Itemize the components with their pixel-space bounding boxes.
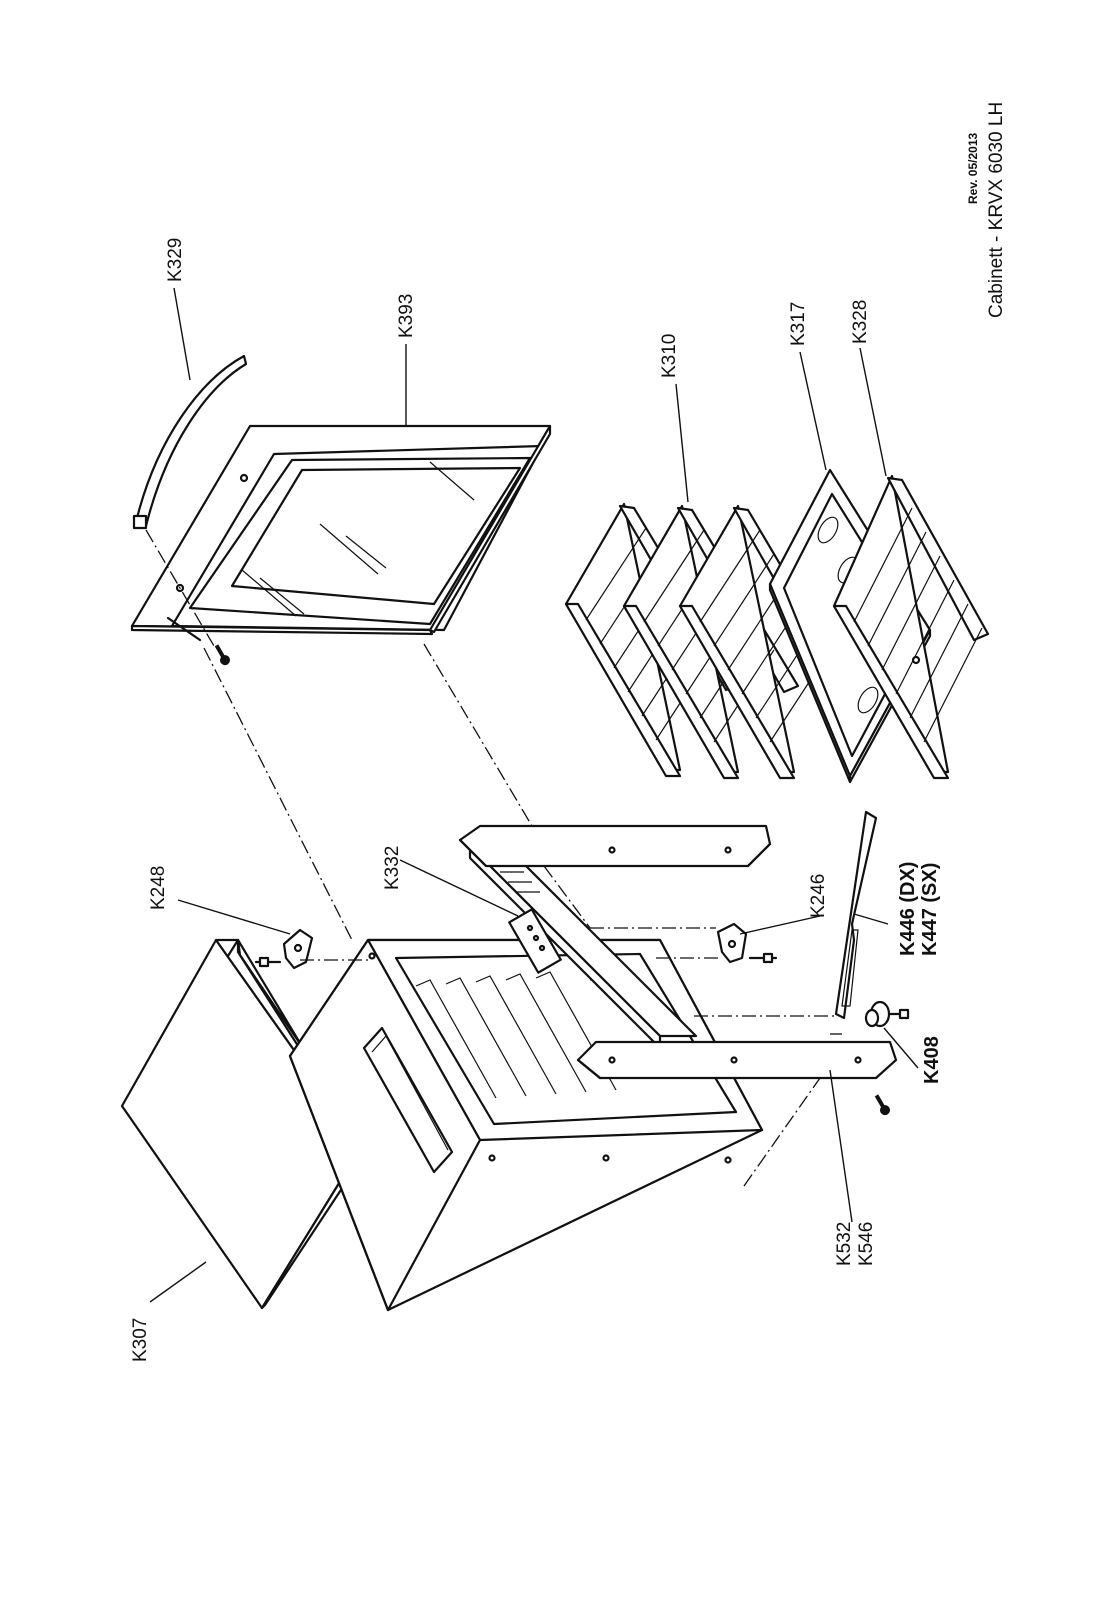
label-k408: K408 bbox=[921, 1036, 943, 1084]
label-k248: K248 bbox=[148, 866, 169, 910]
frame-rail-bottom-k532-k546 bbox=[576, 1040, 898, 1080]
glass-reflections bbox=[241, 461, 475, 617]
label-k393: K393 bbox=[396, 294, 417, 338]
glass-door-k393 bbox=[130, 424, 552, 642]
label-k317: K317 bbox=[788, 302, 809, 346]
title-block: Rev. 05/2013 Cabinett - KRVX 6030 LH bbox=[966, 102, 1007, 318]
revision-label: Rev. 05/2013 bbox=[966, 133, 980, 204]
leader-lines bbox=[149, 287, 919, 1303]
drawing-title: Cabinett - KRVX 6030 LH bbox=[986, 102, 1007, 318]
label-k246: K246 bbox=[808, 874, 829, 918]
shelf-k328 bbox=[832, 474, 990, 780]
label-k310: K310 bbox=[659, 334, 680, 378]
handle-bar-k446-k447 bbox=[834, 810, 878, 1020]
hinge-k248 bbox=[254, 928, 314, 970]
label-k328: K328 bbox=[850, 300, 871, 344]
hinge-k246 bbox=[716, 922, 778, 964]
control-panel-k332 bbox=[468, 844, 698, 1050]
label-k546: K546 bbox=[856, 1222, 877, 1266]
label-k307: K307 bbox=[130, 1318, 151, 1362]
label-k532: K532 bbox=[834, 1222, 855, 1266]
cabinet-body bbox=[288, 938, 764, 1312]
screws bbox=[214, 644, 890, 1116]
label-k329: K329 bbox=[165, 238, 186, 282]
callout-labels: K307 K248 K329 K393 K332 K310 K317 K328 … bbox=[130, 238, 943, 1362]
foot-k408 bbox=[864, 1000, 910, 1028]
label-k446: K446 (DX) bbox=[897, 862, 919, 956]
door-handle-k329 bbox=[132, 354, 248, 530]
frame-rail-top bbox=[458, 824, 772, 868]
label-k332: K332 bbox=[382, 846, 403, 890]
label-k447: K447 (SX) bbox=[919, 863, 941, 956]
assembly-centerlines bbox=[145, 529, 842, 1187]
